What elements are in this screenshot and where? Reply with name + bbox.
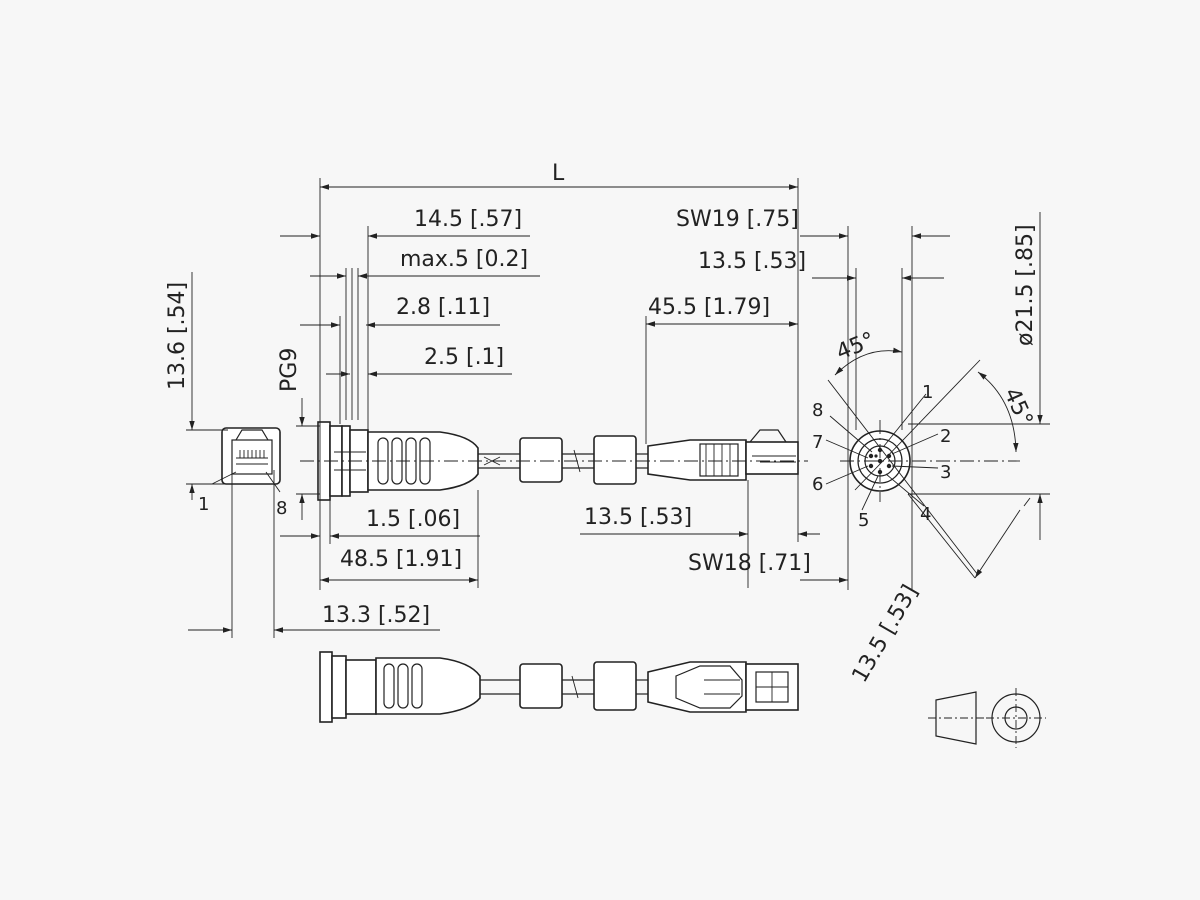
front-pin-1-label: 1 xyxy=(198,494,209,515)
dim-1-5 xyxy=(280,500,480,544)
dim-2-8 xyxy=(300,316,500,424)
dim-45-5-label: 45.5 [1.79] xyxy=(648,295,770,320)
dim-L-label: L xyxy=(552,161,565,186)
dim-max5-label: max.5 [0.2] xyxy=(400,247,528,272)
dim-sw18-label: SW18 [.71] xyxy=(688,551,811,576)
dim-13-5-mid xyxy=(580,474,820,542)
pin-8-label: 8 xyxy=(812,400,823,421)
dim-2-8-label: 2.8 [.11] xyxy=(396,295,490,320)
dim-45-5 xyxy=(645,316,798,444)
projection-symbol xyxy=(928,688,1046,748)
dim-13-5-diag-label: 13.5 [.53] xyxy=(848,581,924,687)
dim-L xyxy=(319,178,799,590)
rj45-front-view xyxy=(186,272,440,638)
dim-48-5-label: 48.5 [1.91] xyxy=(340,547,462,572)
dim-14-5 xyxy=(280,226,530,430)
pin-2-label: 2 xyxy=(940,426,951,447)
dim-diameter-label: ø21.5 [.85] xyxy=(1013,224,1038,346)
dim-sw18 xyxy=(747,542,848,588)
pin-5-label: 5 xyxy=(858,510,869,531)
dim-pg9-label: PG9 xyxy=(277,348,302,392)
dim-pg9 xyxy=(296,398,320,520)
angle-45a-label: 45° xyxy=(833,328,879,366)
dim-sw19 xyxy=(800,226,950,590)
dim-48-5 xyxy=(320,490,479,588)
pin-7-label: 7 xyxy=(812,432,823,453)
dim-max5 xyxy=(310,268,540,420)
dim-13-6-label: 13.6 [.54] xyxy=(165,282,190,390)
pin-3-label: 3 xyxy=(940,462,951,483)
dim-2-5-label: 2.5 [.1] xyxy=(424,345,504,370)
pin-6-label: 6 xyxy=(812,474,823,495)
cable-assembly-side-view xyxy=(300,421,808,501)
dim-13-5-top-label: 13.5 [.53] xyxy=(698,249,806,274)
pin-4-label: 4 xyxy=(920,504,931,525)
dim-sw19-label: SW19 [.75] xyxy=(676,207,799,232)
dim-1-5-label: 1.5 [.06] xyxy=(366,507,460,532)
dim-13-5-top xyxy=(812,268,944,430)
round-connector-end-view xyxy=(825,212,1050,579)
dim-14-5-label: 14.5 [.57] xyxy=(414,207,522,232)
angle-45b-label: 45° xyxy=(999,384,1038,430)
pin-1-label: 1 xyxy=(922,382,933,403)
cable-assembly-top-view xyxy=(319,651,799,723)
front-pin-8-label: 8 xyxy=(276,498,287,519)
dim-13-5-mid-label: 13.5 [.53] xyxy=(584,505,692,530)
dim-13-3-label: 13.3 [.52] xyxy=(322,603,430,628)
